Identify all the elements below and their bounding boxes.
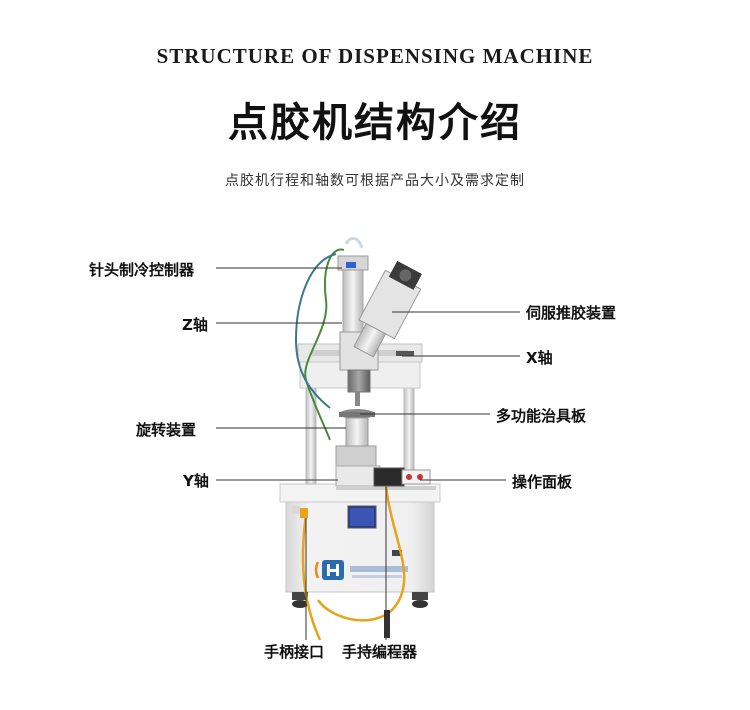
handle-cable	[301, 513, 322, 641]
label-rotation-device: 旋转装置	[136, 421, 197, 439]
blue-cable	[294, 253, 337, 409]
label-y-axis: Y轴	[183, 472, 209, 490]
label-handheld-programmer: 手持编程器	[342, 643, 418, 661]
label-handle-port: 手柄接口	[264, 643, 325, 661]
servo-dispensing-device	[353, 260, 422, 358]
title-en: STRUCTURE OF DISPENSING MACHINE	[156, 44, 594, 68]
label-multifunction-fixture-plate: 多功能治具板	[496, 407, 587, 425]
programmer-cable	[316, 485, 406, 622]
operation-panel	[373, 467, 431, 487]
label-z-axis: Z轴	[182, 316, 208, 334]
label-needle-cooling-controller: 针头制冷控制器	[89, 261, 195, 279]
label-operation-panel: 操作面板	[512, 473, 573, 491]
subtitle: 点胶机行程和轴数可根据产品大小及需求定制	[225, 173, 525, 189]
handheld-programmer-device	[384, 610, 390, 638]
brand-logo	[314, 560, 408, 580]
leader-lines	[216, 267, 520, 640]
title-cn: 点胶机结构介绍	[228, 100, 522, 146]
fixture-plate	[339, 409, 375, 419]
green-cable	[304, 248, 345, 441]
rotation-device	[335, 417, 377, 467]
label-x-axis: X轴	[526, 349, 553, 367]
label-servo-dispensing-device: 伺服推胶装置	[526, 304, 617, 322]
